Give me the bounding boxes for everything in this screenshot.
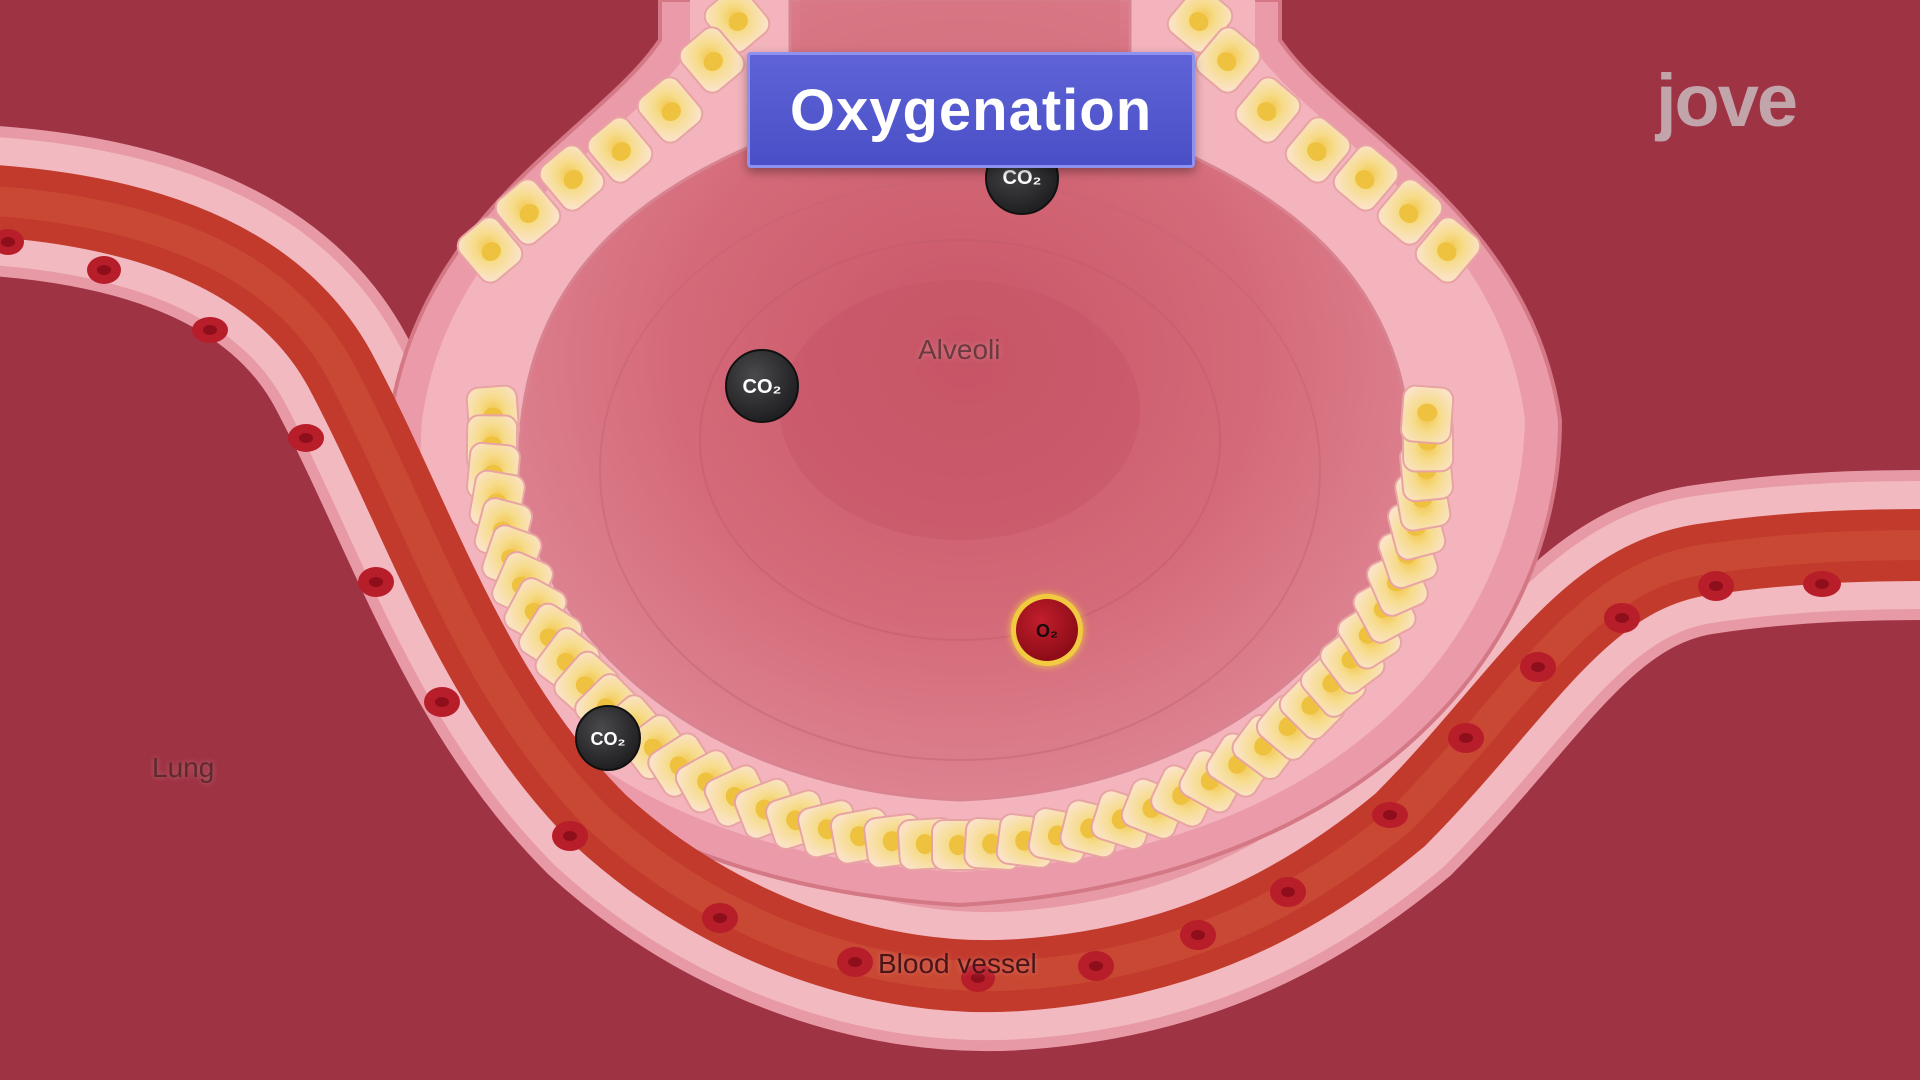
alveolus-ring [699,239,1221,641]
red-blood-cell [961,964,995,992]
epithelial-cell [636,76,704,144]
alveolus-interior [518,0,1412,802]
epithelial-cell [678,26,746,94]
co2-molecule: CO₂ [575,705,641,771]
epithelial-cell [1376,178,1444,246]
red-blood-cell [192,317,228,343]
red-blood-cell [0,229,24,255]
red-blood-cell [552,821,588,851]
epithelial-cell [1399,384,1455,445]
red-blood-cell [424,687,460,717]
epithelial-cells [456,0,1482,871]
title-banner: Oxygenation [747,52,1195,168]
co2-molecule: CO₂ [725,349,799,423]
blood-vessel-lumen-highlight [0,186,1920,992]
epithelial-cell [1332,144,1400,212]
epithelial-cell [538,144,606,212]
o2-molecule: O₂ [1011,594,1083,666]
lung-label: Lung [152,752,215,783]
red-blood-cell [1078,951,1114,981]
red-blood-cell [1372,802,1408,828]
red-blood-cell [1448,723,1484,753]
red-blood-cell [1698,571,1734,601]
red-blood-cell [1180,920,1216,950]
red-blood-cell [702,903,738,933]
blood-vessel-label: Blood vessel [878,948,1037,979]
red-blood-cell [1270,877,1306,907]
jove-logo: jove [1656,59,1798,142]
red-blood-cell [87,256,121,284]
alveolus-ring [780,280,1140,540]
co2-label: CO₂ [1003,167,1042,189]
epithelial-cell [1234,76,1302,144]
red-blood-cell [837,947,873,977]
epithelial-cell [456,216,524,284]
red-blood-cell [1803,571,1841,597]
alveolus-ring [599,179,1321,761]
red-blood-cell [1520,652,1556,682]
epithelial-cell [1414,216,1482,284]
co2-label: CO₂ [743,376,782,398]
red-blood-cell [1604,603,1640,633]
epithelial-cell [586,116,654,184]
alveoli-label: Alveoli [918,334,1001,365]
red-blood-cells [0,229,1841,992]
red-blood-cell [288,424,324,452]
page-title: Oxygenation [789,77,1153,143]
epithelial-cell [494,178,562,246]
co2-label: CO₂ [591,729,626,749]
epithelial-cell [1284,116,1352,184]
epithelial-cell [1194,26,1262,94]
o2-label: O₂ [1036,621,1058,641]
red-blood-cell [358,567,394,597]
